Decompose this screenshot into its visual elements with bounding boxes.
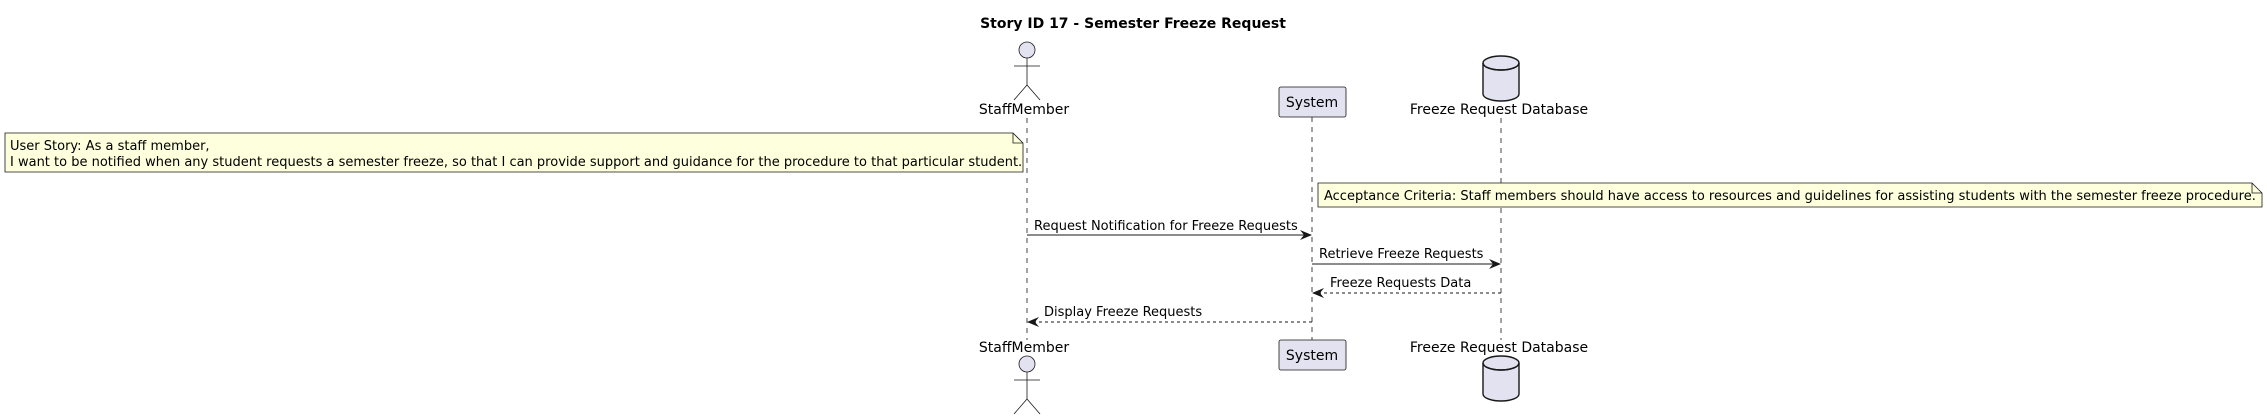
message-requests-data: Freeze Requests Data	[1312, 276, 1501, 298]
participant-db-top: Freeze Request Database	[1410, 55, 1588, 118]
note-acceptance-line1: Acceptance Criteria: Staff members shoul…	[1324, 189, 2256, 204]
participant-system-top: System	[1278, 86, 1347, 118]
actor-icon	[1013, 41, 1041, 101]
participant-label-staff-bottom: StaffMember	[979, 340, 1069, 356]
participant-box-system-bottom	[1278, 339, 1347, 371]
participant-staff-top: StaffMember	[979, 41, 1069, 118]
diagram-title: Story ID 17 - Semester Freeze Request	[980, 16, 1286, 32]
note-user-story-line2: I want to be notified when any student r…	[10, 155, 1022, 170]
participant-label-system-bottom: System	[1286, 348, 1338, 364]
participant-label-system-top: System	[1286, 95, 1338, 111]
message-label: Retrieve Freeze Requests	[1319, 247, 1484, 262]
participant-label-db-top: Freeze Request Database	[1410, 102, 1588, 118]
participant-box-system-top	[1278, 86, 1347, 118]
message-label: Freeze Requests Data	[1330, 276, 1471, 291]
note-user-story-line1: User Story: As a staff member,	[10, 139, 210, 154]
participant-staff-bottom: StaffMember	[979, 340, 1069, 415]
participant-system-bottom: System	[1278, 339, 1347, 371]
message-label: Display Freeze Requests	[1044, 305, 1202, 320]
database-icon	[1482, 55, 1520, 102]
actor-icon	[1013, 355, 1041, 415]
participant-label-staff-top: StaffMember	[979, 102, 1069, 118]
participant-db-bottom: Freeze Request Database	[1410, 340, 1588, 402]
message-label: Request Notification for Freeze Requests	[1034, 219, 1298, 234]
message-display-requests: Display Freeze Requests	[1027, 305, 1312, 327]
database-icon	[1482, 355, 1520, 402]
participant-label-db-bottom: Freeze Request Database	[1410, 340, 1588, 356]
note-acceptance-criteria: Acceptance Criteria: Staff members shoul…	[1317, 182, 2263, 208]
message-retrieve-requests: Retrieve Freeze Requests	[1312, 247, 1501, 269]
note-user-story: User Story: As a staff member, I want to…	[4, 132, 1024, 173]
message-request-notification: Request Notification for Freeze Requests	[1027, 219, 1312, 240]
